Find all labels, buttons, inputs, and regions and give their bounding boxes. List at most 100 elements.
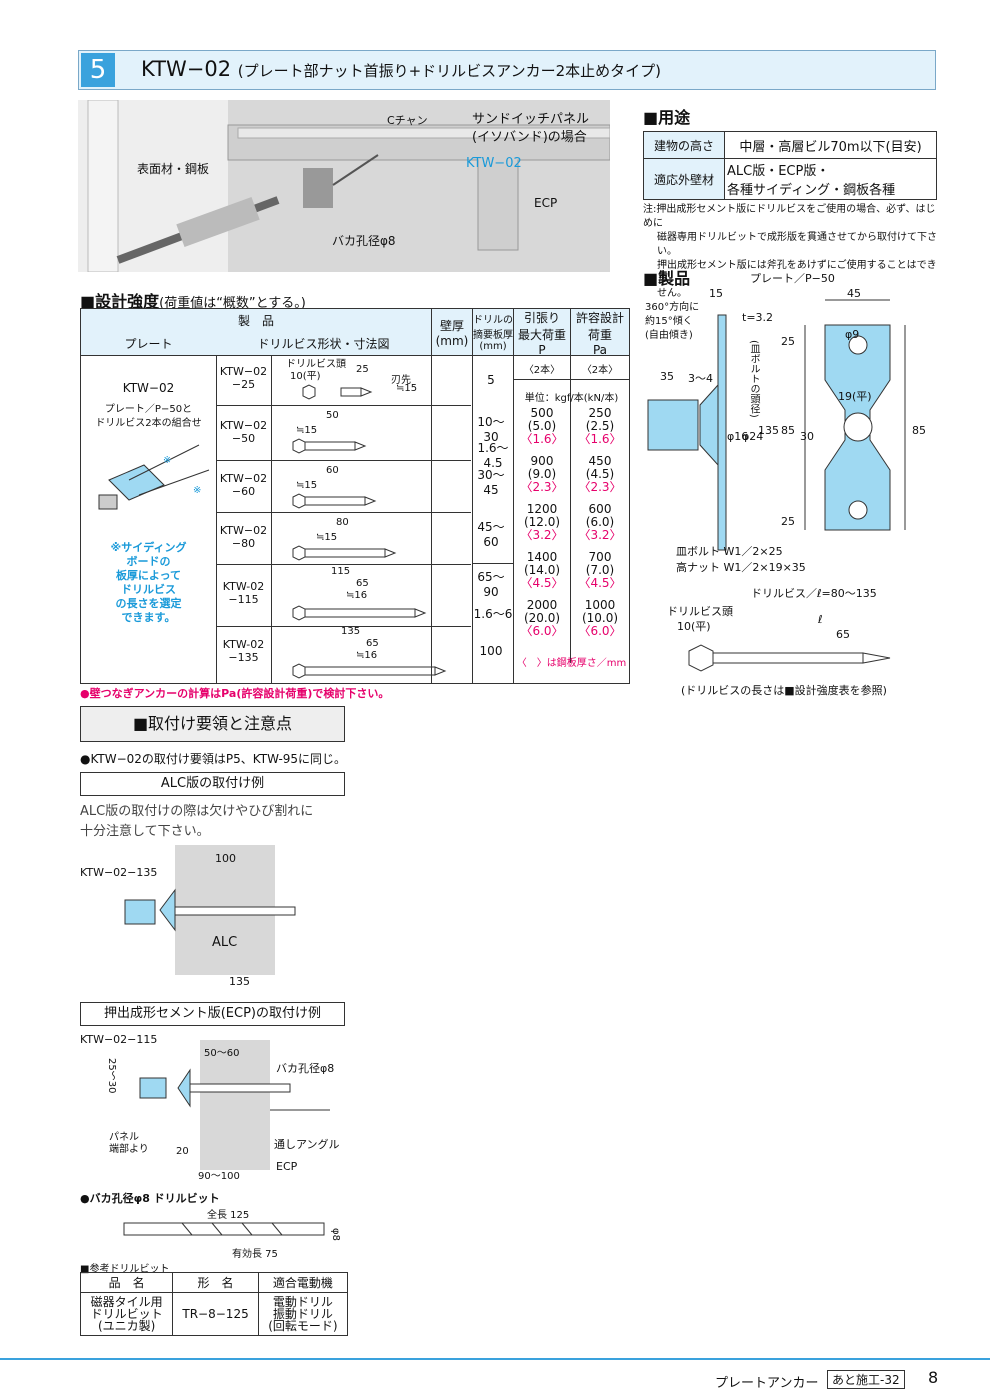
table-row: KTW−02−50 50 ≒15 10〜30 — [216, 405, 505, 461]
table-row: KTW−02−25 ドリルビス頭 10(平) 25 刃先 ≒15 5 — [216, 355, 495, 406]
ref-c3-l1: 電動ドリル — [272, 1295, 333, 1309]
load-steel: 〈3.2〉 — [520, 528, 564, 542]
rows-area: KTW−02−25 ドリルビス頭 10(平) 25 刃先 ≒15 5 KTW−0… — [216, 355, 505, 683]
col-drill-l3: (mm) — [479, 341, 507, 352]
page-number: 8 — [928, 1368, 939, 1387]
load-pa: 250(2.5)〈1.6〉 — [571, 407, 629, 446]
len2-label: 65 — [356, 578, 369, 589]
usage-value-line1: ALC版・ECP版・ — [727, 164, 830, 179]
col-plate: プレート — [81, 333, 217, 356]
model-cell: KTW−02−50 — [216, 405, 272, 460]
load-value-kn: (10.0) — [581, 611, 619, 625]
len2-label: ≒15 — [296, 425, 318, 436]
model-suffix: −25 — [231, 378, 256, 391]
section-header: 5 KTW−02 (プレート部ナット首振り+ドリルビスアンカー2本止めタイプ) — [78, 50, 936, 90]
ref-table: 品 名形 名適合電動機 磁器タイル用ドリルビット(ユニカ製) TR−8−125 … — [79, 1272, 349, 1336]
model-name: KTW−02 — [219, 472, 268, 485]
tip-size: ≒15 — [396, 383, 418, 394]
load-value: 1000 — [584, 598, 616, 612]
load-value-kn: (12.0) — [523, 515, 561, 529]
load-steel: 〈1.6〉 — [578, 432, 622, 446]
load-steel: 〈2.3〉 — [520, 480, 564, 494]
drill-title: ドリルビス／ℓ=80〜135 — [751, 587, 877, 600]
load-value: 450 — [588, 454, 612, 468]
plate-desc-1: プレート／P−50と — [104, 404, 193, 415]
alc-135: 135 — [229, 975, 250, 988]
col-allow-l3: Pa — [592, 343, 608, 357]
ecp-drawing — [139, 1040, 330, 1170]
col-pull-l2: 最大荷重 — [517, 328, 566, 342]
ecp-25-30: 25〜30 — [106, 1058, 117, 1094]
load-value: 700 — [588, 550, 612, 564]
load-pa: 700(7.0)〈4.5〉 — [571, 551, 629, 590]
model-name: KTW-02 — [222, 580, 265, 593]
col-wall-label: 壁厚 — [439, 319, 464, 333]
ecp-title: 押出成形セメント版(ECP)の取付け例 — [80, 1002, 345, 1026]
col-allow-l1: 許容設計 — [575, 311, 624, 325]
load-p: 500(5.0)〈1.6〉 — [514, 407, 570, 446]
load-value-kn: (4.5) — [585, 467, 615, 481]
alc-text: ALC版の取付けの際は欠けやひび割れに十分注意して下さい。 — [80, 802, 313, 842]
model-name: KTW−02 — [219, 524, 268, 537]
installation-photo — [78, 99, 611, 273]
len3-label: ≒16 — [346, 590, 368, 601]
alc-text-line: ALC版の取付けの際は欠けやひび割れに — [80, 804, 314, 819]
model-cell: KTW−02−25 — [216, 355, 272, 405]
len2-label: ≒15 — [296, 480, 318, 491]
model-cell: KTW-02−135 — [216, 626, 272, 683]
len2-label: 65 — [366, 638, 379, 649]
col-allow-l2: 荷重 — [587, 328, 612, 342]
product-drawing — [647, 299, 906, 551]
model-suffix: −115 — [228, 593, 259, 606]
model-suffix: −50 — [231, 432, 256, 445]
ecp-model: KTW−02−115 — [80, 1033, 158, 1046]
ecp-panel-1: パネル — [109, 1132, 139, 1143]
load-value: 1400 — [526, 550, 558, 564]
bolt-head-dia-label: (皿ボルトの頭径) — [748, 340, 759, 418]
bolt-label: 皿ボルト W1／2×25 — [676, 545, 783, 558]
load-p: 1400(14.0)〈4.5〉 — [514, 551, 570, 590]
model-title: KTW−02 — [141, 57, 232, 81]
bit-eff: 有効長 75 — [232, 1249, 278, 1260]
load-value-kn: (2.5) — [585, 419, 615, 433]
screw-drawing-25 — [302, 384, 373, 400]
ref-c3: 電動ドリル振動ドリル(回転モード) — [257, 1292, 349, 1336]
install-title: ■取付け要領と注意点 — [80, 706, 345, 742]
siding-line: ※サイディング — [110, 541, 187, 554]
usage-note-line: 押出成形セメント版には斧孔をあけずにご使用することはできま — [657, 260, 937, 285]
ecp-panel-2: 端部より — [109, 1144, 149, 1155]
design-title: ■設計強度(荷重値は“概数”とする。) — [80, 288, 306, 312]
alc-title: ALC版の取付け例 — [80, 772, 345, 796]
usage-key: 適応外壁材 — [643, 158, 725, 200]
wall-cell: 30〜45 — [477, 468, 505, 497]
usage-value-line2: 各種サイディング・鋼板各種 — [727, 183, 896, 198]
steel-note: 〈 〉は鋼板厚さ／mm — [516, 658, 627, 669]
phi9-label: φ9 — [845, 328, 860, 341]
two-pieces-2: 〈2本〉 — [581, 365, 619, 376]
drill-range-a: 1.6〜4.5 — [477, 441, 509, 470]
ref-c1: 磁器タイル用ドリルビット(ユニカ製) — [79, 1292, 174, 1336]
model-suffix: −80 — [231, 537, 256, 550]
screw-drawing-80 — [292, 545, 397, 561]
screw-drawing-60 — [292, 493, 377, 509]
len-label: 80 — [336, 517, 349, 528]
load-value: 900 — [530, 454, 554, 468]
design-strength-table: 製 品 プレート ドリルビス形状・寸法図 壁厚(mm) ドリルの摘要板厚(mm)… — [80, 308, 630, 684]
load-value: 1200 — [526, 502, 558, 516]
ref-h1: 品 名 — [79, 1272, 174, 1293]
col-drill-l1: ドリルの — [473, 315, 513, 326]
ecp-90-100: 90〜100 — [198, 1171, 240, 1182]
footer-line — [0, 1358, 990, 1360]
load-p: 1200(12.0)〈3.2〉 — [514, 503, 570, 542]
usage-key: 建物の高さ — [643, 131, 725, 159]
nut-label: 高ナット W1／2×19×35 — [676, 561, 806, 574]
ref-c3-l2: 振動ドリル — [272, 1307, 333, 1321]
len2-label: ≒15 — [316, 532, 338, 543]
surface-label: 表面材・鋼板 — [137, 162, 210, 176]
drill-note: (ドリルビスの長さは■設計強度表を参照) — [681, 684, 887, 697]
load-value-kn: (5.0) — [527, 419, 557, 433]
load-value-kn: (7.0) — [585, 563, 615, 577]
plate-desc-2: ドリルビス2本の組合せ — [95, 418, 202, 429]
ref-c1-l3: (ユニカ製) — [97, 1319, 156, 1333]
